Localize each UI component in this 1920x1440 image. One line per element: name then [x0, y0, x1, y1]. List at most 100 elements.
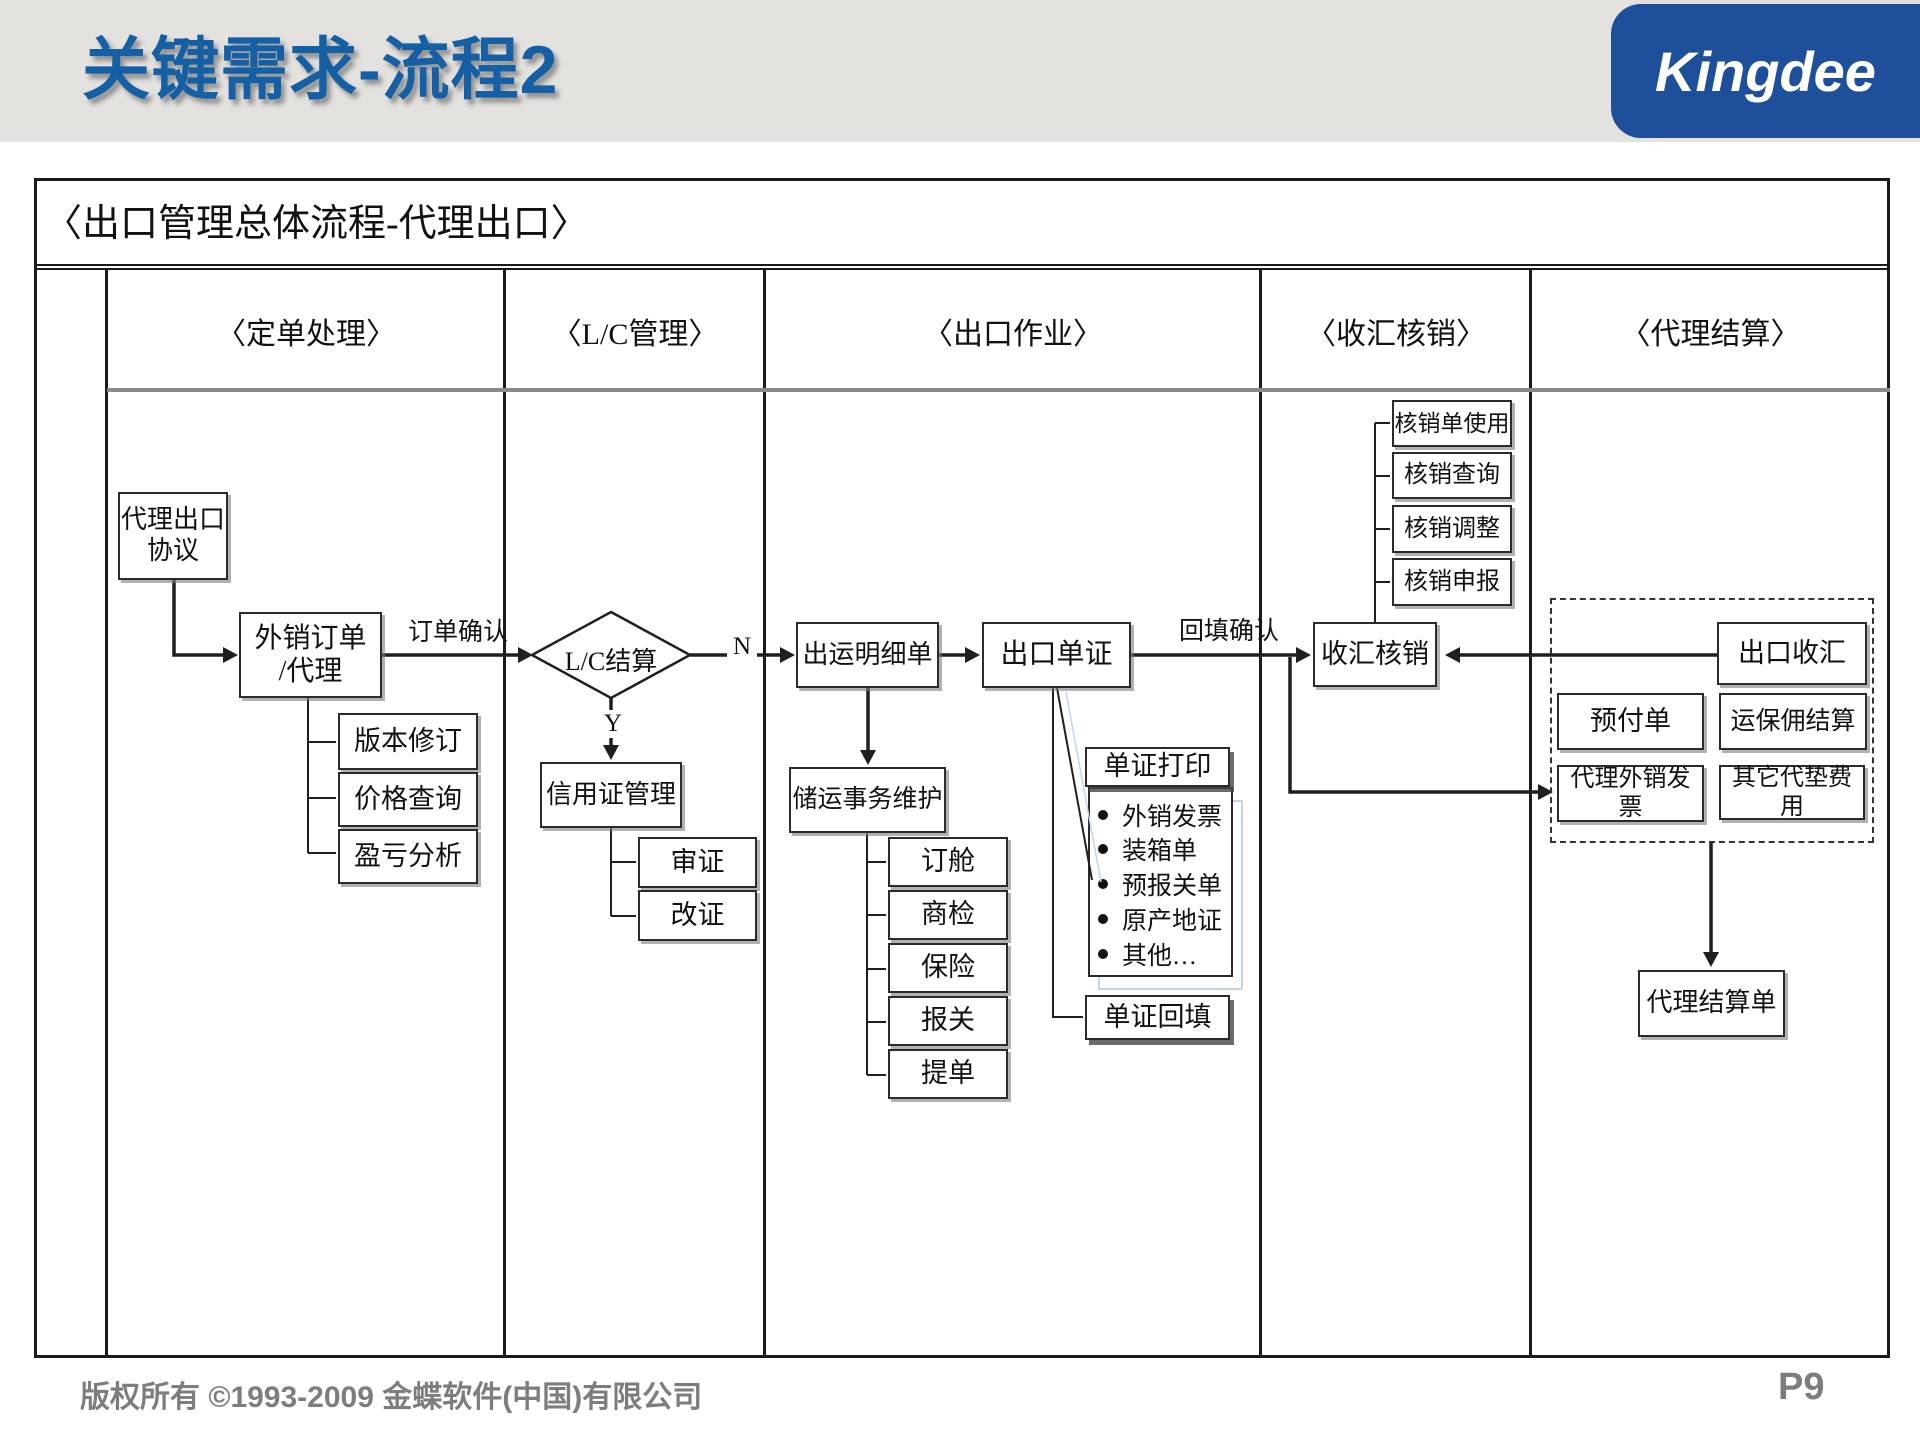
node-label: 代理出口: [120, 505, 225, 535]
node-label: 出运明细单: [802, 639, 933, 669]
node-label: 单证回填: [1103, 1001, 1212, 1032]
node-agency-export-agreement: 代理出口 协议: [118, 492, 228, 580]
node-verification-query: 核销查询: [1392, 452, 1512, 499]
node-profit-analysis: 盈亏分析: [338, 829, 478, 884]
node-verification-declare: 核销申报: [1392, 558, 1512, 606]
header-band: [0, 0, 1920, 142]
node-agency-export-invoice: 代理外销发票: [1557, 765, 1704, 822]
node-label: 核销调整: [1404, 515, 1500, 542]
node-label: 代理结算单: [1646, 988, 1777, 1018]
list-item-label: 预报关单: [1122, 873, 1223, 900]
list-item: 预报关单: [1090, 867, 1233, 901]
node-customs: 报关: [888, 996, 1008, 1046]
node-label: 储运事务维护: [792, 786, 943, 814]
lane-divider: [1529, 270, 1532, 1358]
node-label: 盈亏分析: [354, 840, 462, 871]
node-label: 其它代垫费用: [1732, 765, 1852, 820]
node-label: 提单: [921, 1058, 975, 1089]
list-item: 外销发票: [1090, 798, 1233, 832]
node-label: 核销查询: [1404, 462, 1500, 489]
node-label: 保险: [921, 952, 975, 983]
arrowheads: [223, 647, 1719, 967]
node-freight-insurance-settle: 运保佣结算: [1719, 693, 1867, 750]
node-audit-certificate: 审证: [638, 837, 757, 888]
list-item-label: 外销发票: [1122, 804, 1223, 831]
node-sales-order-agency: 外销订单 /代理: [239, 612, 382, 698]
node-label: 信用证管理: [545, 779, 676, 809]
lane-header-order: 〈定单处理〉: [216, 318, 396, 351]
node-export-receipt: 出口收汇: [1717, 622, 1867, 685]
node-label: 协议: [146, 536, 199, 565]
node-label: 价格查询: [354, 783, 462, 814]
list-item: 其他…: [1090, 937, 1233, 971]
title-separator: [37, 264, 1887, 270]
list-item-label: 装箱单: [1122, 838, 1198, 865]
node-label: 单证打印: [1103, 751, 1212, 782]
bullet-icon: [1098, 810, 1108, 820]
lane-divider: [1259, 270, 1262, 1358]
lane-header-underline: [107, 388, 1890, 392]
node-insurance: 保险: [888, 943, 1008, 993]
node-verification-adjust: 核销调整: [1392, 505, 1512, 553]
copyright-text: 版权所有 ©1993-2009 金蝶软件(中国)有限公司: [80, 1381, 703, 1414]
list-item-label: 原产地证: [1122, 908, 1223, 935]
node-bill-of-lading: 提单: [888, 1049, 1008, 1099]
lane-divider: [503, 270, 506, 1358]
node-receipt-verification: 收汇核销: [1313, 622, 1437, 687]
bullet-icon: [1098, 879, 1108, 889]
node-label: 订舱: [921, 846, 975, 877]
node-lc-management: 信用证管理: [540, 762, 682, 828]
node-storage-affairs: 储运事务维护: [789, 767, 946, 833]
doc-print-list: 外销发票 装箱单 预报关单 原产地证 其他…: [1088, 787, 1233, 977]
node-booking: 订舱: [888, 837, 1008, 887]
node-price-query: 价格查询: [338, 772, 478, 827]
edge-label-order-confirm: 订单确认: [407, 619, 508, 646]
edge-label-backfill-confirm: 回填确认: [1178, 618, 1279, 645]
node-label: 预付单: [1590, 705, 1671, 736]
agency-settlement-group: [1550, 598, 1874, 843]
page-title: 关键需求-流程2: [82, 32, 559, 108]
node-label: 核销单使用: [1394, 410, 1510, 436]
selection-artifact-line: [1065, 691, 1102, 883]
node-doc-print: 单证打印: [1085, 747, 1230, 787]
node-doc-backfill: 单证回填: [1085, 995, 1230, 1040]
lane-divider: [763, 270, 766, 1358]
node-label: /代理: [278, 656, 343, 687]
node-label: 代理外销发票: [1570, 766, 1691, 821]
node-shipping-detail: 出运明细单: [796, 622, 939, 688]
node-label: 出口收汇: [1738, 637, 1846, 668]
node-amend-certificate: 改证: [638, 890, 757, 941]
node-prepayment: 预付单: [1557, 693, 1704, 750]
node-verification-form-use: 核销单使用: [1392, 400, 1512, 447]
node-lc-settlement-decision: L/C结算: [564, 647, 658, 676]
node-label: 商检: [921, 899, 975, 930]
node-label: 版本修订: [354, 725, 462, 756]
list-item: 原产地证: [1090, 902, 1233, 936]
list-item-label: 其他…: [1122, 943, 1198, 970]
node-other-advanced-fees: 其它代垫费用: [1719, 765, 1865, 820]
node-label: 运保佣结算: [1730, 707, 1856, 735]
node-label: 审证: [670, 846, 725, 877]
node-label: 报关: [921, 1005, 975, 1036]
node-export-documents: 出口单证: [982, 622, 1131, 688]
bullet-icon: [1098, 844, 1108, 854]
node-version-revision: 版本修订: [338, 713, 478, 770]
node-inspection: 商检: [888, 890, 1008, 940]
edge-label-yes: Y: [599, 710, 627, 738]
edge-label-no: N: [727, 633, 757, 661]
lane-header-export: 〈出口作业〉: [923, 318, 1103, 351]
bullet-icon: [1098, 949, 1108, 959]
kingdee-logo: Kingdee: [1611, 4, 1920, 138]
bullet-icon: [1098, 914, 1108, 924]
node-label: 核销申报: [1404, 568, 1500, 595]
lane-header-receipt: 〈收汇核销〉: [1306, 318, 1486, 351]
node-label: 改证: [670, 899, 725, 930]
lane-header-lc: 〈L/C管理〉: [551, 318, 719, 351]
lane-divider: [105, 270, 108, 1358]
node-label: 出口单证: [1000, 639, 1113, 671]
lane-header-settlement: 〈代理结算〉: [1620, 318, 1801, 351]
node-agency-settlement-bill: 代理结算单: [1638, 970, 1785, 1037]
flowchart-title: 〈出口管理总体流程-代理出口〉: [44, 203, 589, 245]
list-item: 装箱单: [1090, 832, 1233, 866]
